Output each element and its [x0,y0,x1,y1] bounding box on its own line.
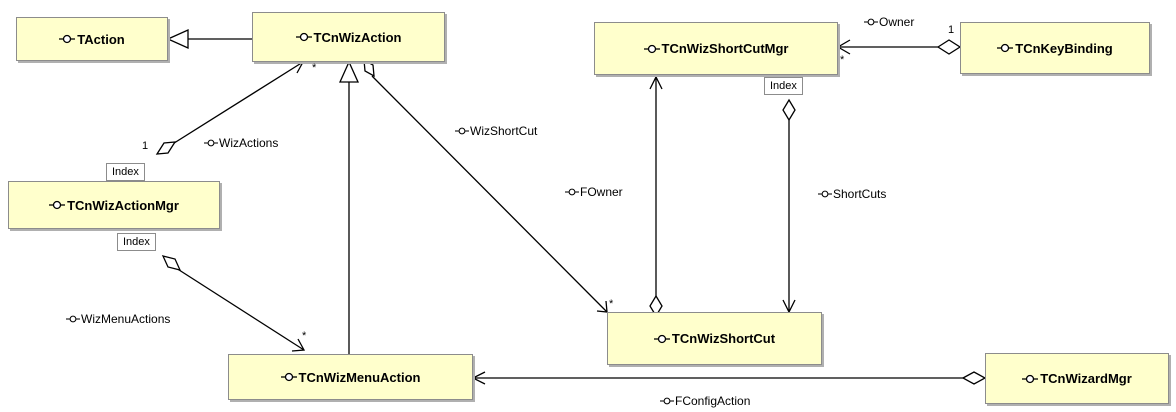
role-label-fconfigaction: FConfigAction [660,394,750,408]
navigation-arrowhead [289,61,305,74]
class-icon [295,32,312,42]
multiplicity-label: * [312,62,317,74]
qualifier-index: Index [106,163,145,181]
aggregation-diamond [961,371,987,385]
class-name: TCnWizShortCut [671,331,776,346]
role-icon [818,190,832,198]
role-label-wizactions: WizActions [204,136,278,150]
role-icon [565,188,579,196]
class-name: TCnWizActionMgr [67,197,179,213]
class-icon [643,44,660,53]
navigation-arrowhead [649,75,663,90]
multiplicity-label: 1 [142,140,149,152]
class-icon [653,334,670,343]
class-tcnwizmenuaction[interactable]: TCnWizMenuAction [228,354,473,400]
association-wizmenuactions [175,267,305,351]
role-text: FConfigAction [675,394,751,408]
class-name: TAction [77,31,125,47]
class-icon [59,34,76,44]
class-tcnwizardmgr[interactable]: TCnWizardMgr [985,353,1169,404]
navigation-arrowhead [471,371,486,385]
role-icon [864,18,878,26]
class-name: TCnKeyBinding [1015,40,1113,56]
role-icon [660,397,674,405]
role-label-shortcuts: ShortCuts [818,187,886,201]
role-label-wizmenuactions: WizMenuActions [66,312,170,326]
role-icon [66,315,80,323]
class-icon [280,372,297,382]
class-tcnkeybinding[interactable]: TCnKeyBinding [960,22,1150,74]
generalization-arrowhead [166,28,189,50]
role-text: WizMenuActions [81,312,171,326]
class-name: TCnWizMenuAction [298,369,421,385]
class-taction[interactable]: TAction [16,17,168,61]
class-icon [49,200,66,210]
qualifier-index: Index [117,233,156,251]
navigation-arrowhead [291,338,306,352]
navigation-arrowhead [836,39,851,55]
role-text: Owner [879,15,915,29]
class-icon [997,43,1014,53]
association-wizactions [170,61,304,146]
aggregation-diamond [936,39,962,55]
role-label-owner: Owner [864,15,914,29]
role-text: WizShortCut [470,124,538,138]
aggregation-diamond [782,98,796,122]
multiplicity-label: 1 [948,24,955,36]
association-wizshortcut [371,75,608,313]
multiplicity-label: * [609,298,614,310]
role-icon [455,127,469,135]
role-label-fowner: FOwner [565,185,623,199]
aggregation-diamond [161,255,182,271]
class-tcnwizaction[interactable]: TCnWizAction [252,12,445,62]
class-name: TCnWizAction [313,29,402,45]
aggregation-diamond [363,58,375,78]
class-tcnwizactionmgr[interactable]: TCnWizActionMgr [8,181,220,229]
role-label-wizshortcut: WizShortCut [455,124,537,138]
role-text: ShortCuts [833,187,887,201]
class-name: TCnWizShortCutMgr [661,41,789,56]
role-text: FOwner [580,185,623,199]
qualifier-index: Index [764,77,803,95]
multiplicity-label: * [302,330,307,342]
role-icon [204,139,218,147]
class-icon [1022,374,1039,383]
aggregation-diamond [155,141,177,155]
class-tcnwizshortcutmgr[interactable]: TCnWizShortCutMgr [594,22,838,75]
class-name: TCnWizardMgr [1040,371,1132,386]
role-text: WizActions [219,136,279,150]
generalization-arrowhead [338,60,360,83]
multiplicity-label: * [840,54,845,66]
class-tcnwizshortcut[interactable]: TCnWizShortCut [607,312,822,365]
